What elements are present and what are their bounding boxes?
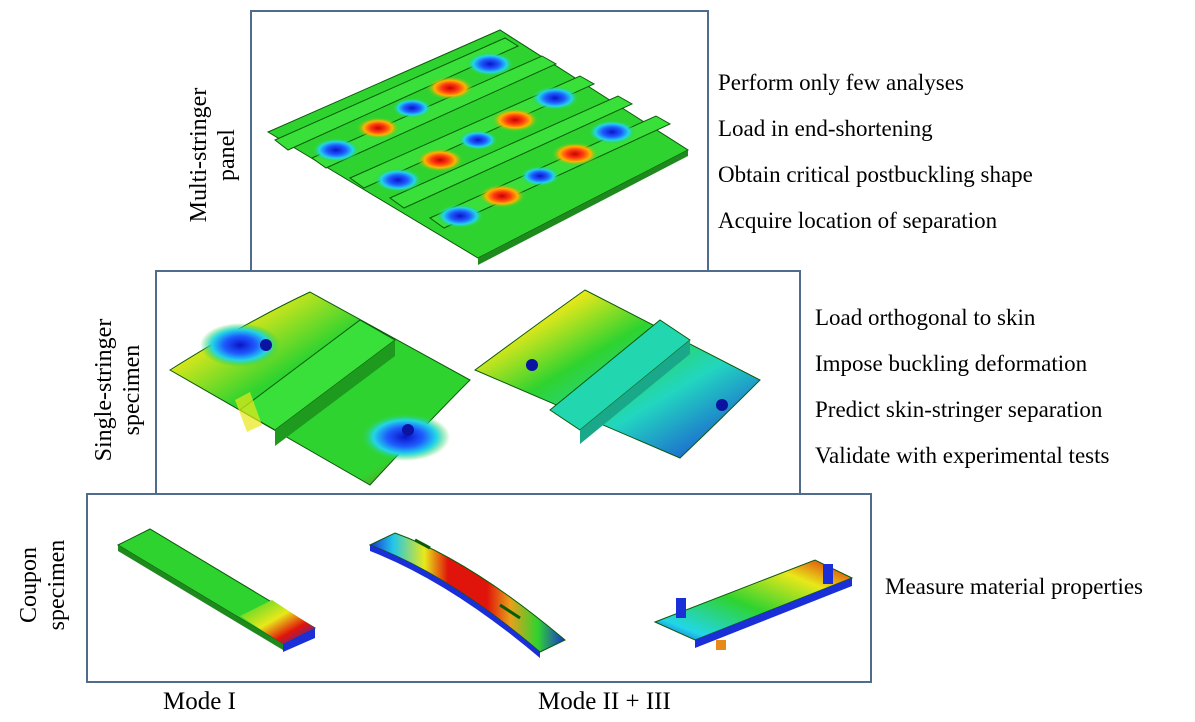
mode-2-3-label: Mode II + III xyxy=(538,688,671,715)
item-text: Perform only few analyses xyxy=(718,70,964,95)
coupon-mode-3-model xyxy=(653,559,854,650)
single-stringer-specimen-label: Single-stringer specimen xyxy=(90,305,150,475)
item-text: Obtain critical postbuckling shape xyxy=(718,162,1033,187)
coupon-specimen-label: Coupon specimen xyxy=(15,525,75,645)
coupon-items: Measure material properties xyxy=(885,570,1143,604)
item-text: Impose buckling deformation xyxy=(815,351,1088,376)
label-line: Multi-stringer xyxy=(186,87,212,223)
item-text: Acquire location of separation xyxy=(718,208,998,233)
label-line: specimen xyxy=(119,344,145,436)
single-stringer-model-1 xyxy=(169,291,471,486)
multi-stringer-panel-model xyxy=(266,29,690,265)
item-text: Predict skin-stringer separation xyxy=(815,397,1103,422)
multi-stringer-items: Perform only few analyses Load in end-sh… xyxy=(718,60,1033,244)
multi-stringer-panel-label: Multi-stringer panel xyxy=(185,75,245,235)
single-stringer-items: Load orthogonal to skin Impose buckling … xyxy=(815,295,1109,479)
coupon-mode-1-model xyxy=(116,528,317,652)
label-line: panel xyxy=(214,129,240,181)
item-text: Load in end-shortening xyxy=(718,116,933,141)
coupon-mode-2-model xyxy=(368,532,566,658)
item-text: Validate with experimental tests xyxy=(815,443,1110,468)
item-text: Measure material properties xyxy=(885,574,1143,599)
label-line: Single-stringer xyxy=(91,318,117,462)
single-stringer-model-2 xyxy=(474,289,761,459)
label-line: specimen xyxy=(44,539,70,631)
label-line: Coupon xyxy=(16,547,42,624)
item-text: Load orthogonal to skin xyxy=(815,305,1036,330)
mode-1-label: Mode I xyxy=(163,688,236,715)
